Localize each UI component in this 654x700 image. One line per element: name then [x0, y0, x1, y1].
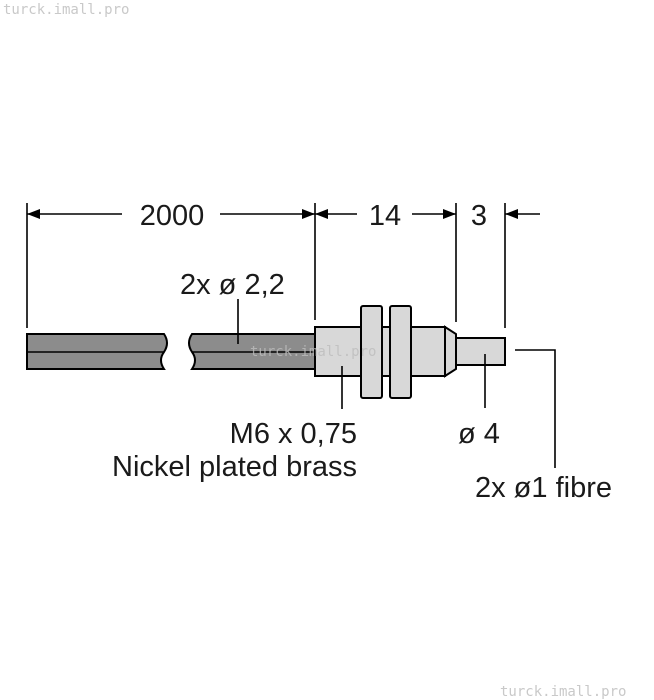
fibre-label: 2x ø1 fibre — [475, 472, 612, 504]
dimension-3: 3 — [471, 200, 540, 232]
thread-label: M6 x 0,75 — [230, 418, 357, 450]
dimension-2000: 2000 — [27, 200, 315, 232]
watermark-center: turck.imall.pro — [250, 344, 376, 360]
tip-diameter-label: ø 4 — [458, 418, 500, 450]
watermark-bottom-right: turck.imall.pro — [500, 684, 626, 700]
extension-lines — [26, 203, 506, 328]
cable-diameter-label: 2x ø 2,2 — [180, 269, 285, 301]
hex-nuts — [360, 305, 412, 399]
dimension-label-3: 3 — [471, 200, 487, 232]
dimension-14: 14 — [315, 200, 456, 232]
dimension-label-14: 14 — [369, 200, 401, 232]
material-label: Nickel plated brass — [112, 451, 357, 483]
watermark-top-left: turck.imall.pro — [3, 2, 129, 18]
leader-lines — [237, 299, 556, 468]
cable-left — [26, 333, 168, 370]
dimension-label-2000: 2000 — [140, 200, 205, 232]
cable-right — [188, 333, 316, 370]
